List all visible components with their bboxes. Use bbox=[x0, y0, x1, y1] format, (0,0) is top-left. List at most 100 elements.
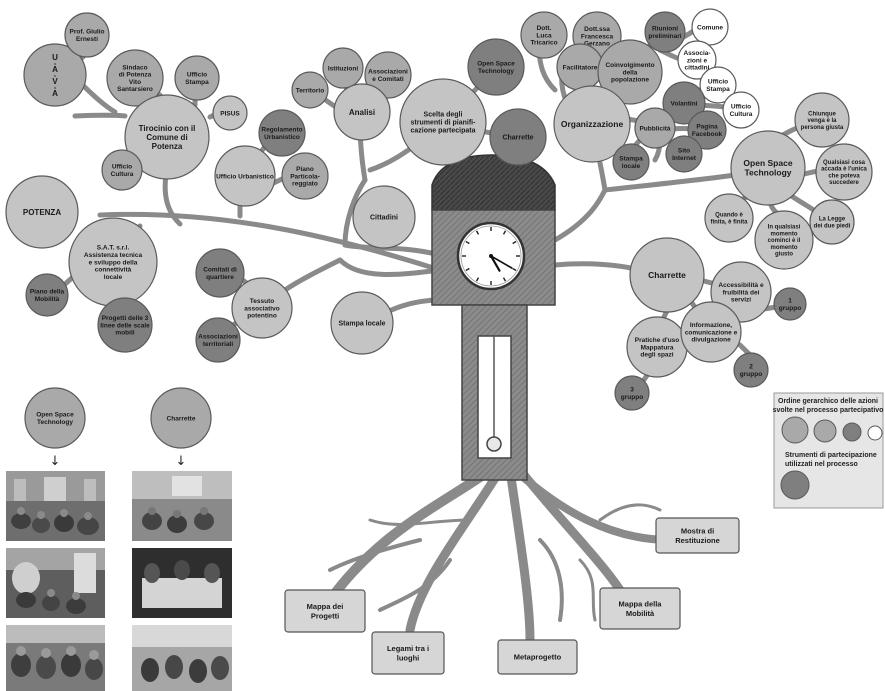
node-circle bbox=[352, 185, 416, 249]
node-circle bbox=[150, 387, 212, 449]
node-label: e Comitati bbox=[372, 76, 404, 83]
node-circle bbox=[106, 49, 164, 107]
node-circle bbox=[64, 12, 110, 58]
node-label: Charrette bbox=[502, 134, 533, 141]
node-pubblicita: Pubblicità bbox=[634, 107, 676, 149]
clock-tick bbox=[512, 240, 517, 245]
node-label: Piano bbox=[296, 166, 314, 173]
node-label: Open Space bbox=[477, 61, 515, 68]
node-label: Cultura bbox=[111, 171, 134, 178]
node-label: Tricarico bbox=[530, 40, 557, 47]
node-label: giusto bbox=[775, 252, 793, 258]
node-label: Santarsiero bbox=[117, 86, 153, 93]
node-label: accada è l'unica bbox=[821, 167, 867, 173]
node-label: finita, è finita bbox=[710, 219, 748, 225]
node-label: Comitati di bbox=[203, 267, 237, 274]
result-box-frame bbox=[655, 517, 740, 554]
node-circle bbox=[634, 107, 676, 149]
node-label: e sviluppo della bbox=[89, 259, 138, 266]
node-charrette-small: Charrette bbox=[489, 108, 547, 166]
node-circle bbox=[733, 352, 769, 388]
node-circle bbox=[614, 375, 650, 411]
node-analisi: Analisi bbox=[333, 83, 391, 141]
node-label: In qualsiasi bbox=[768, 225, 801, 231]
node-label: Facebook bbox=[692, 131, 723, 138]
node-label: Particola- bbox=[290, 173, 320, 180]
legend: Ordine gerarchico delle azioni svolte ne… bbox=[773, 392, 884, 509]
node-circle bbox=[722, 91, 760, 129]
photo-charrette-2 bbox=[132, 548, 232, 618]
result-metaprogetto: Metaprogetto bbox=[497, 639, 578, 675]
node-label: Pagina bbox=[696, 124, 718, 131]
node-label: Analisi bbox=[349, 108, 375, 117]
node-label: Stampa bbox=[185, 79, 209, 86]
node-label: Vito bbox=[129, 79, 141, 86]
result-label: Mappa della bbox=[619, 599, 663, 608]
node-label: Mobilità bbox=[35, 296, 60, 303]
node-label: Ufficio bbox=[187, 72, 207, 79]
legend-swatch-tools bbox=[780, 470, 810, 500]
node-label: persona giusta bbox=[801, 125, 844, 131]
node-label: cittadini bbox=[685, 65, 710, 72]
node-label: servizi bbox=[731, 297, 751, 304]
photo-charrette-3 bbox=[132, 625, 232, 691]
node-circle bbox=[214, 145, 276, 207]
node-label: Ufficio bbox=[708, 79, 728, 86]
photo-charrette-1 bbox=[132, 471, 232, 541]
result-box-frame bbox=[599, 587, 681, 630]
node-label: Ufficio bbox=[731, 104, 751, 111]
node-label: cazione partecipata bbox=[411, 127, 476, 134]
clock-tick bbox=[475, 277, 480, 282]
node-circle bbox=[629, 237, 705, 313]
clock-face bbox=[456, 221, 526, 291]
node-comune: Comune bbox=[691, 8, 729, 46]
node-circle bbox=[291, 71, 329, 109]
node-circle bbox=[195, 248, 245, 298]
node-circle bbox=[665, 135, 703, 173]
result-label: Progetti bbox=[311, 611, 339, 620]
node-circle bbox=[399, 78, 487, 166]
legend-tools-title: Strumenti di partecipazione bbox=[785, 452, 877, 459]
clock-hour-hand bbox=[489, 254, 501, 272]
node-label: Stampa bbox=[706, 86, 730, 93]
node-label: Technology bbox=[478, 68, 514, 75]
node-label: Francesca bbox=[581, 33, 614, 40]
node-label: gruppo bbox=[621, 394, 643, 401]
node-label: dei due piedi bbox=[814, 223, 851, 229]
node-label: Luca bbox=[536, 32, 552, 39]
node-circle bbox=[5, 175, 79, 249]
node-circle bbox=[794, 92, 850, 148]
node-circle bbox=[333, 83, 391, 141]
node-uava-letter: V bbox=[52, 77, 58, 86]
node-label: 3 bbox=[630, 387, 634, 394]
clock-minute-hand bbox=[490, 255, 513, 269]
clock-tick bbox=[475, 230, 480, 235]
node-circle bbox=[680, 301, 742, 363]
node-label: territoriali bbox=[203, 341, 234, 348]
node-circle bbox=[124, 94, 210, 180]
node-label: quartiere bbox=[206, 274, 234, 281]
node-label: gruppo bbox=[740, 371, 762, 378]
pendulum-bob bbox=[486, 436, 502, 452]
